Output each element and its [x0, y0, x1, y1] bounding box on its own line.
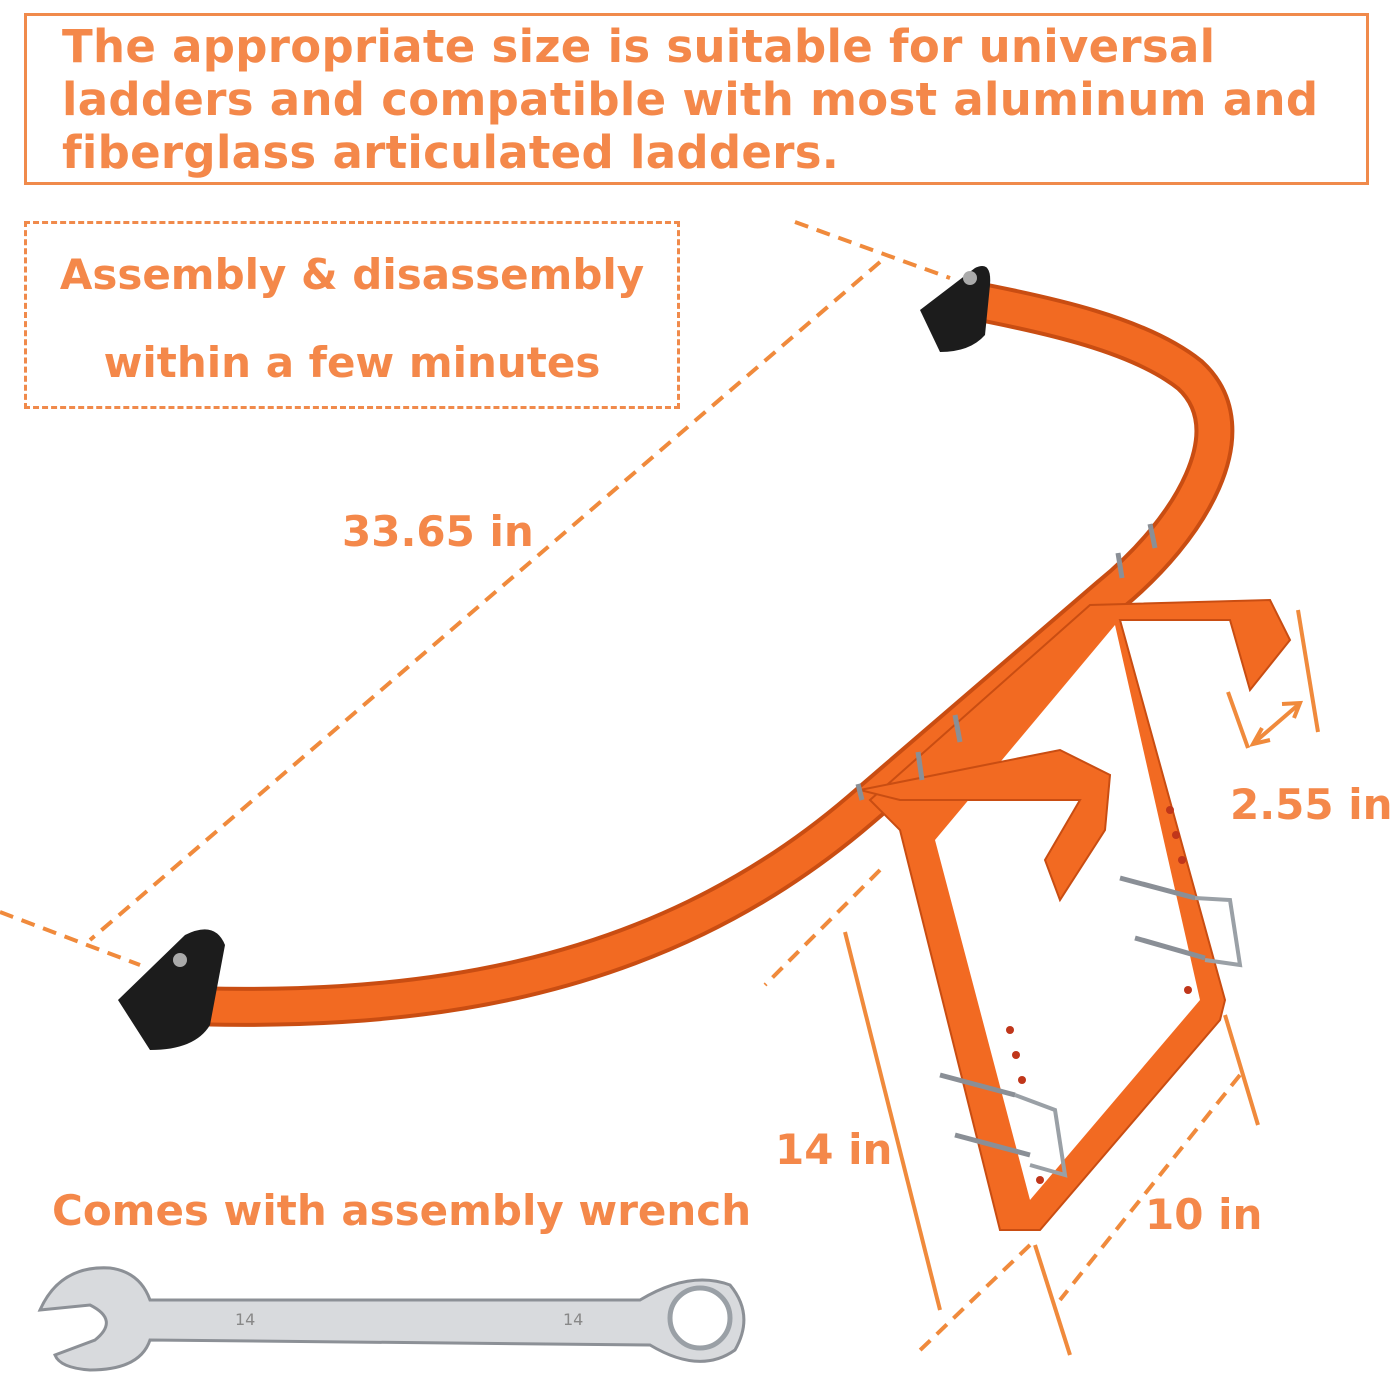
hook-depth-dimension-label: 2.55 in: [1230, 780, 1393, 829]
wrench-illustration: [37, 1266, 746, 1372]
headline-text: The appropriate size is suitable for uni…: [62, 20, 1319, 179]
assembly-callout-line2: within a few minutes: [103, 338, 601, 387]
assembly-callout-line1: Assembly & disassembly: [59, 250, 645, 299]
assembly-callout-box: [24, 221, 680, 409]
headline-box: [24, 13, 1369, 185]
length-dimension-label: 33.65 in: [342, 507, 534, 556]
wrench-size-mark-right: 14: [563, 1310, 584, 1329]
width-dimension-label: 10 in: [1145, 1190, 1263, 1239]
height-dimension-label: 14 in: [775, 1125, 893, 1174]
wrench-caption: Comes with assembly wrench: [52, 1186, 752, 1235]
wrench-size-mark-left: 14: [235, 1310, 256, 1329]
dimension-lines: [0, 220, 1242, 1357]
ladder-stabilizer: [118, 266, 1292, 1231]
